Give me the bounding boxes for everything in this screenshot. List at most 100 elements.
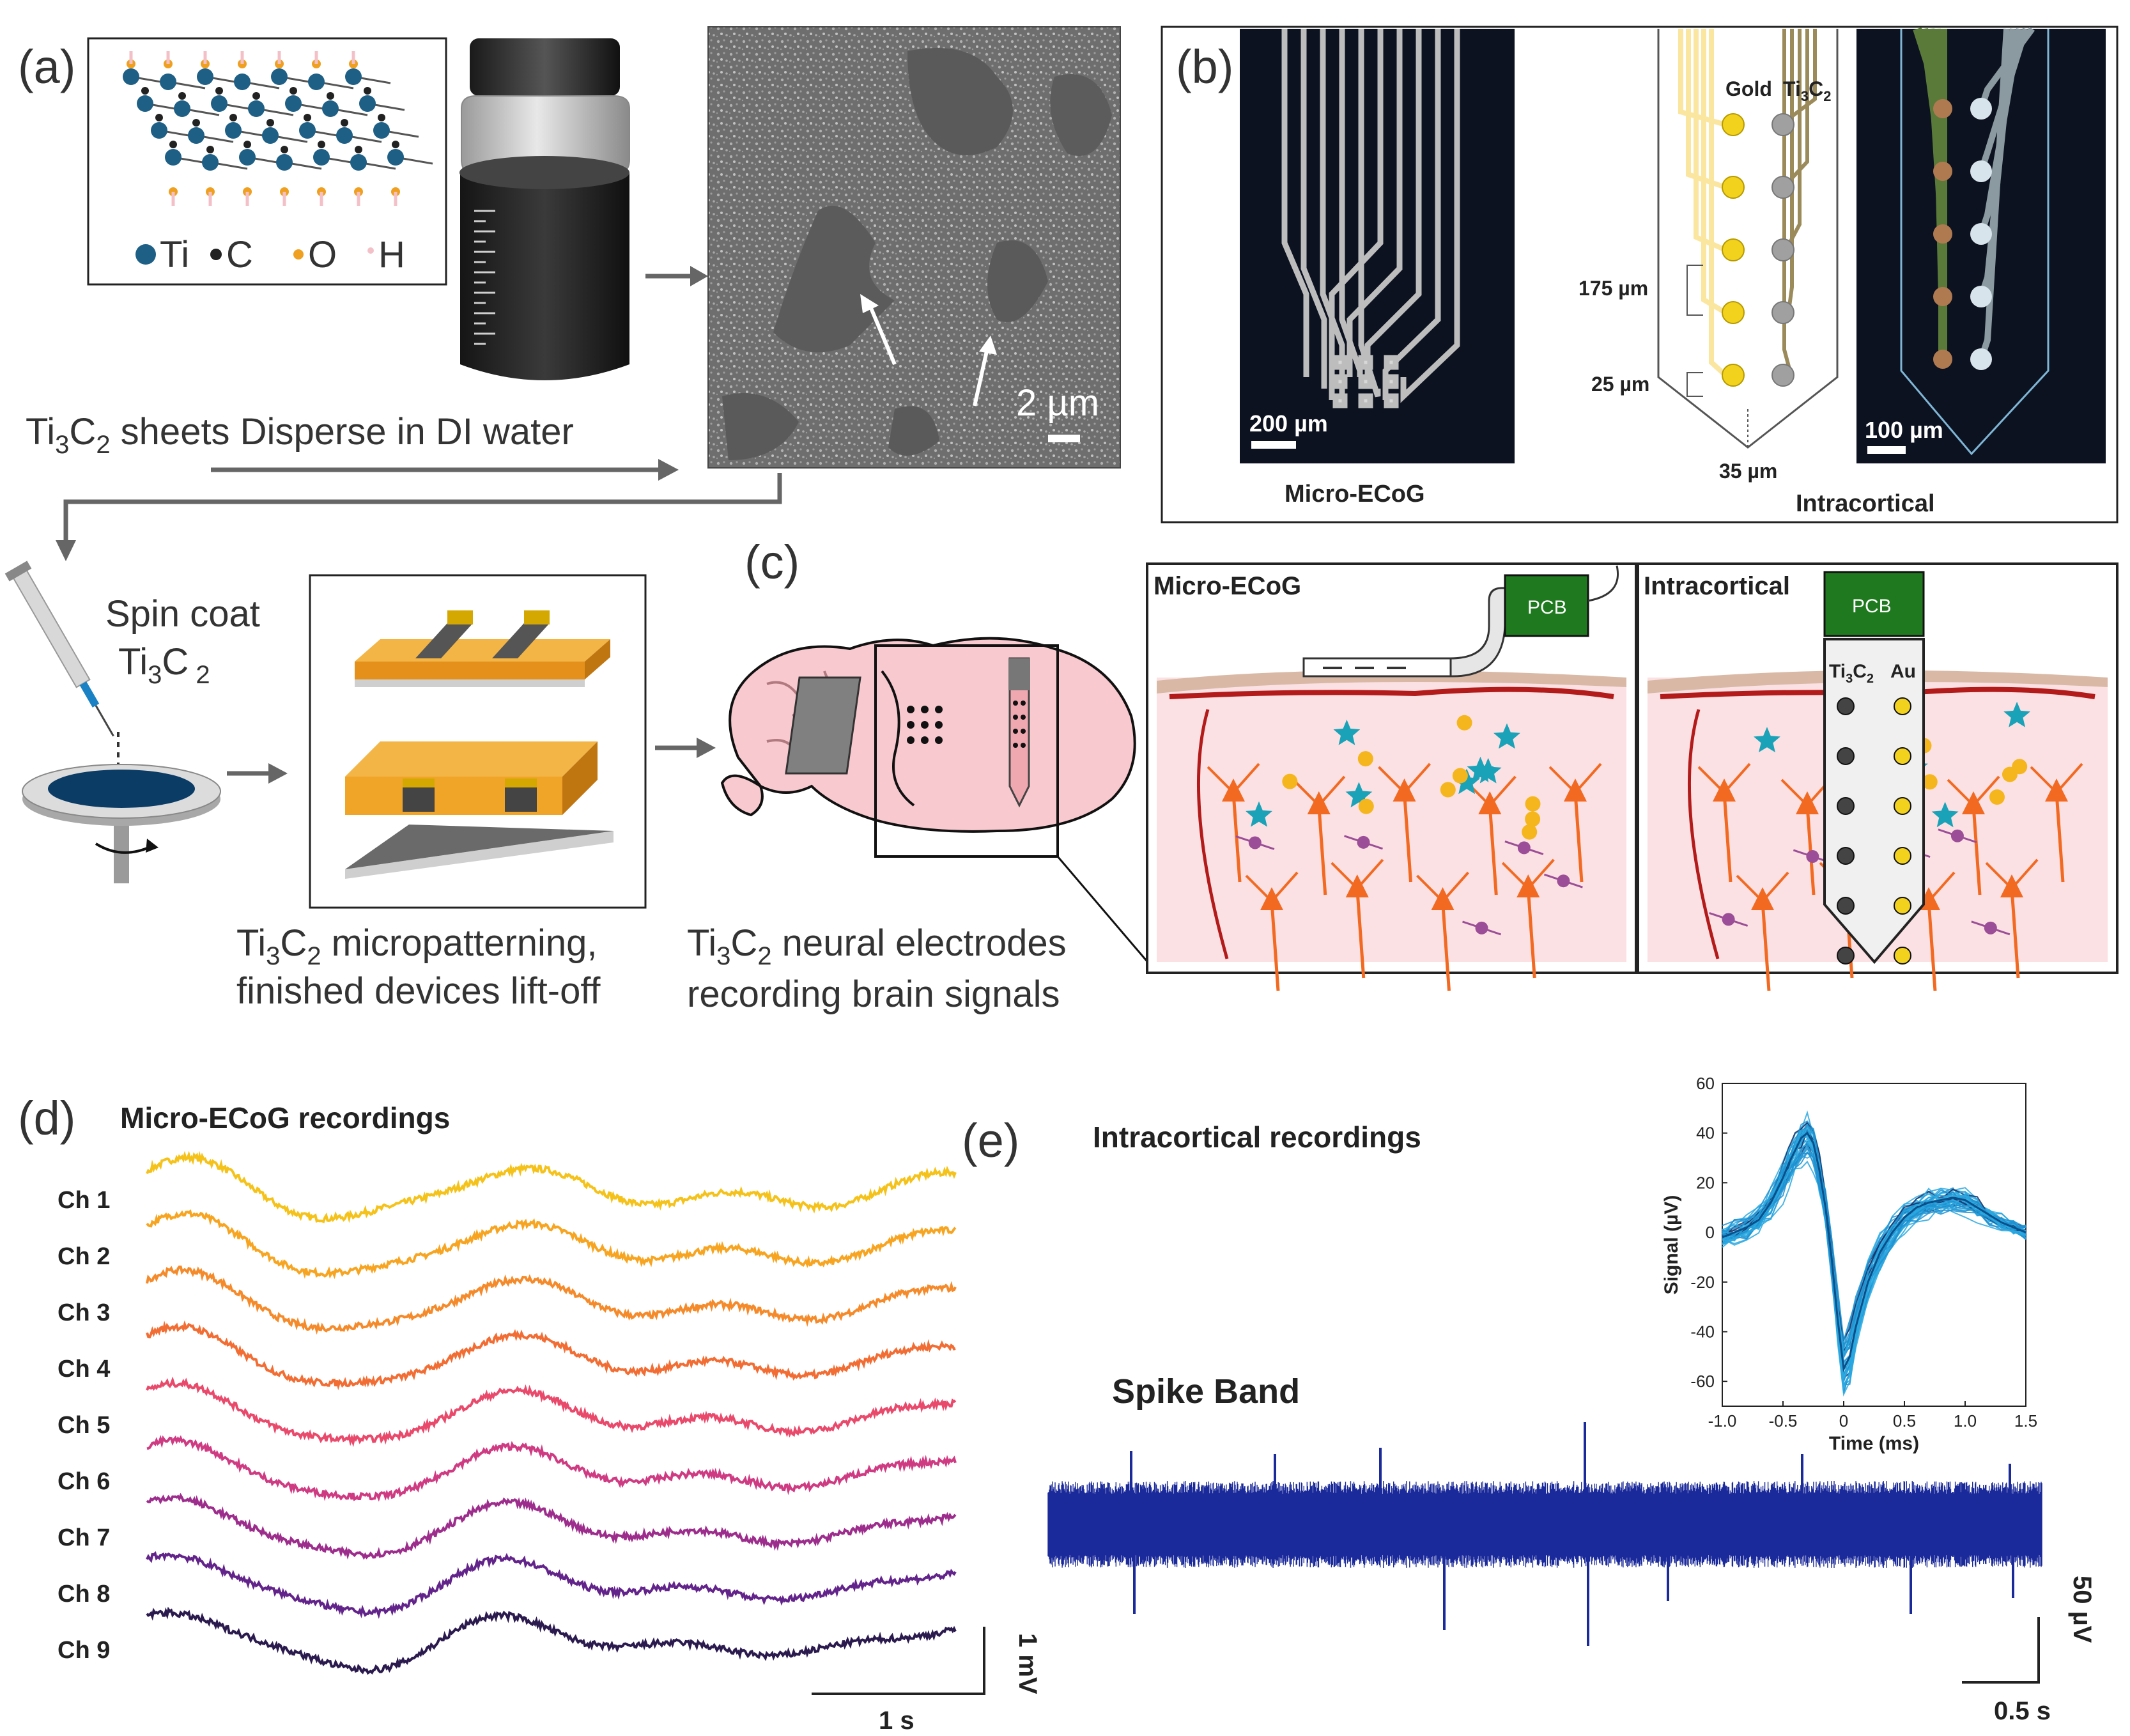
micro-ecog-pcb-label: PCB (1527, 597, 1567, 618)
intracortical-scale-bar (1867, 446, 1906, 454)
intracortical-micrograph: 100 µm (1856, 27, 2106, 463)
ecog-channel-trace (146, 1435, 957, 1502)
ecog-channel-trace (146, 1266, 957, 1335)
inset-mean-waveform (1722, 1131, 2026, 1372)
spacing-dimension: 35 µm (1719, 460, 1777, 483)
o-atom-icon (293, 249, 304, 260)
ecog-channel-label: Ch 9 (58, 1637, 110, 1664)
ecog-channel-label: Ch 5 (58, 1412, 110, 1439)
inset-y-tick-label: -60 (1690, 1372, 1715, 1391)
panel-b-label: (b) (1176, 40, 1233, 93)
panel-c: (c) Ti3C2 neural electrodes recording br… (655, 536, 2118, 1015)
intracortical-recordings-title: Intracortical recordings (1093, 1120, 1421, 1154)
ecog-channel-label: Ch 7 (58, 1524, 110, 1551)
intracortical-scale-label: 100 µm (1865, 417, 1943, 443)
spike-scale-x: 0.5 s (1994, 1697, 2051, 1725)
ti3c2-crystal-structure (123, 51, 433, 206)
panel-c-label: (c) (745, 536, 799, 589)
ecog-channel-label: Ch 1 (58, 1187, 110, 1214)
panel-d-label: (d) (18, 1092, 75, 1145)
inset-waveform (1722, 1152, 2026, 1364)
intracortical-title: Intracortical (1644, 572, 1790, 600)
micro-ecog-recordings-title: Micro-ECoG recordings (120, 1101, 450, 1135)
sem-arrow-2 (973, 348, 989, 407)
pitch-dimension: 175 µm (1578, 277, 1648, 300)
sem-scale-bar (1048, 435, 1080, 442)
c-atom-icon (210, 249, 222, 260)
syringe-icon (4, 561, 114, 737)
ti3c2-label: Ti3C2 (1783, 77, 1831, 104)
inset-waveform (1722, 1128, 2026, 1341)
spike-scale-y: 50 µV (2068, 1576, 2096, 1643)
micro-ecog-pcb (1504, 574, 1589, 637)
micro-ecog-schematic: PCB Micro-ECoG (1146, 562, 1637, 991)
spike-band-title: Spike Band (1112, 1372, 1300, 1411)
spin-coater-icon (22, 764, 221, 883)
atom-legend: Ti C O H (135, 234, 405, 275)
inset-y-tick-label: 0 (1706, 1223, 1715, 1242)
ecog-channel-label: Ch 2 (58, 1243, 110, 1270)
ecog-scale-y: 1 mV (1014, 1633, 1042, 1694)
ecog-channel-label: Ch 6 (58, 1468, 110, 1495)
caption-ti3c2-sheets: Ti3C2 sheets Disperse in DI water (26, 411, 574, 459)
brain-icon (720, 637, 1136, 858)
caption-recording: recording brain signals (687, 973, 1060, 1015)
inset-x-tick-label: 0 (1839, 1411, 1848, 1430)
inset-y-tick-label: 40 (1696, 1124, 1715, 1143)
panel-d: (d) Micro-ECoG recordings Ch 1Ch 2Ch 3Ch… (18, 1092, 1042, 1735)
dispersion-bottle-icon (459, 38, 630, 380)
inset-x-tick-label: -1.0 (1708, 1411, 1737, 1430)
arrow-disperse-head (658, 459, 679, 481)
zoom-box (874, 644, 1059, 858)
legend-c: C (226, 234, 253, 275)
legend-h: H (378, 234, 405, 275)
patterned-device-bottom (345, 741, 614, 879)
ecog-channel-label: Ch 4 (58, 1356, 110, 1383)
ecog-channel-trace (146, 1320, 956, 1391)
spike-scale-bar: 0.5 s 50 µV (1962, 1576, 2096, 1725)
probe-au-label: Au (1890, 661, 1916, 682)
intracortical-caption: Intracortical (1796, 490, 1935, 517)
micro-ecog-scale-bar (1251, 441, 1296, 449)
inset-y-tick-label: 20 (1696, 1173, 1715, 1192)
patterned-device-top (355, 610, 610, 687)
inset-waveform (1722, 1131, 2026, 1371)
arrow-to-sem-head (690, 266, 708, 286)
legend-o: O (308, 234, 337, 275)
arrow-to-spincoat (63, 473, 782, 543)
inset-x-tick-label: 1.0 (1954, 1411, 1977, 1430)
micro-ecog-title: Micro-ECoG (1154, 572, 1301, 600)
panel-b: (b) 200 µm Micro-ECoG Gold Ti3C2 175 µm … (1161, 26, 2118, 523)
gold-label: Gold (1725, 77, 1772, 100)
ti-atom-icon (135, 244, 156, 265)
sem-scale-label: 2 µm (1016, 382, 1099, 424)
ecog-scale-x: 1 s (879, 1707, 915, 1735)
panel-e-label: (e) (962, 1114, 1019, 1167)
intracortical-schematic: PCB Ti3C2 Au Intracortical (1637, 562, 2118, 991)
sem-arrow-1 (867, 302, 897, 366)
inset-x-tick-label: -0.5 (1769, 1411, 1798, 1430)
spike-band-noise (1047, 1481, 2042, 1568)
inset-y-axis-label: Signal (µV) (1661, 1195, 1682, 1295)
panel-e: (e) Intracortical recordings Spike Band … (962, 1074, 2096, 1725)
sem-image: 2 µm (707, 26, 1121, 469)
probe-schematic: Gold Ti3C2 175 µm 25 µm 35 µm (1578, 29, 1839, 483)
caption-lift-off: finished devices lift-off (236, 970, 601, 1012)
intracortical-pcb-label: PCB (1852, 596, 1892, 617)
spin-coat-label: Spin coat (105, 593, 260, 635)
panel-a-label: (a) (18, 40, 75, 93)
legend-ti: Ti (160, 234, 189, 275)
ecog-channel-traces: Ch 1Ch 2Ch 3Ch 4Ch 5Ch 6Ch 7Ch 8Ch 9 (58, 1151, 957, 1675)
pad-size-dimension: 25 µm (1591, 373, 1649, 396)
inset-y-tick-label: 60 (1696, 1074, 1715, 1093)
inset-x-axis-label: Time (ms) (1829, 1433, 1919, 1454)
inset-x-tick-label: 0.5 (1893, 1411, 1916, 1430)
inset-plot-area (1722, 1083, 2026, 1407)
micro-ecog-micrograph: 200 µm (1240, 29, 1515, 463)
ecog-channel-label: Ch 8 (58, 1581, 110, 1608)
spin-coat-material: Ti3C 2 (118, 641, 210, 689)
micro-ecog-scale-label: 200 µm (1249, 410, 1328, 437)
ecog-channel-trace (146, 1492, 957, 1560)
